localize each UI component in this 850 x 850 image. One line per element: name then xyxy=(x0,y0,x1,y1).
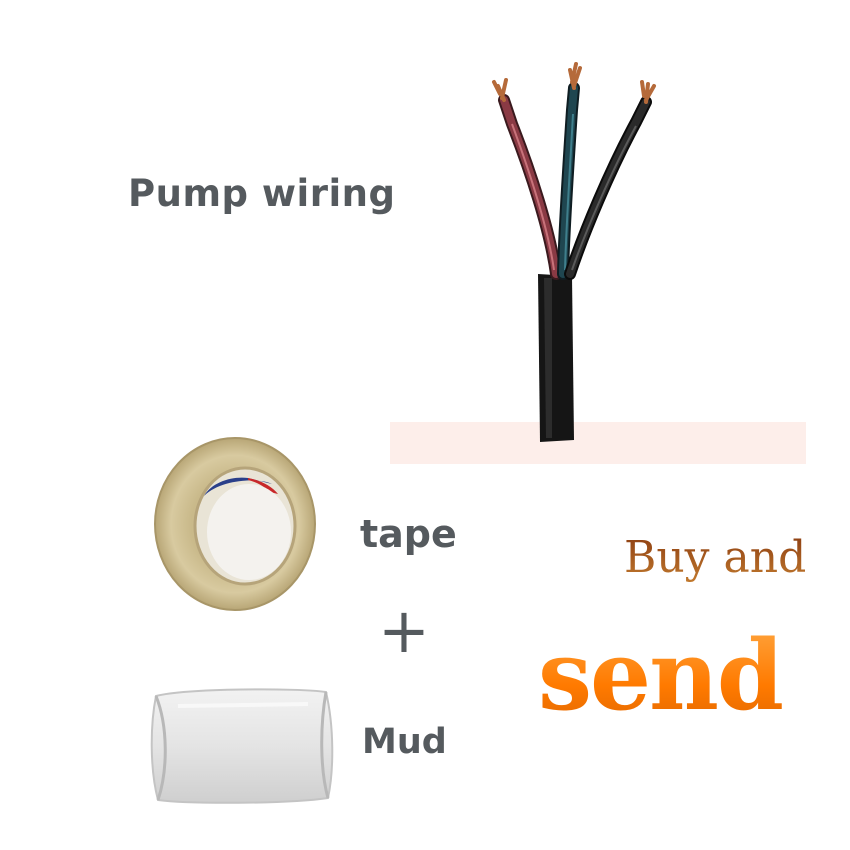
cable-backdrop-strip xyxy=(390,422,806,464)
tape-roll-image xyxy=(154,437,316,611)
buy-and-text: Buy and xyxy=(624,532,807,583)
plus-sign: + xyxy=(378,594,430,667)
pump-cable-image xyxy=(492,62,656,442)
mud-roll-image xyxy=(150,688,334,804)
pump-wiring-label: Pump wiring xyxy=(128,172,396,215)
tape-label: tape xyxy=(360,512,457,556)
send-text: send xyxy=(538,619,784,732)
mud-label: Mud xyxy=(362,722,447,762)
